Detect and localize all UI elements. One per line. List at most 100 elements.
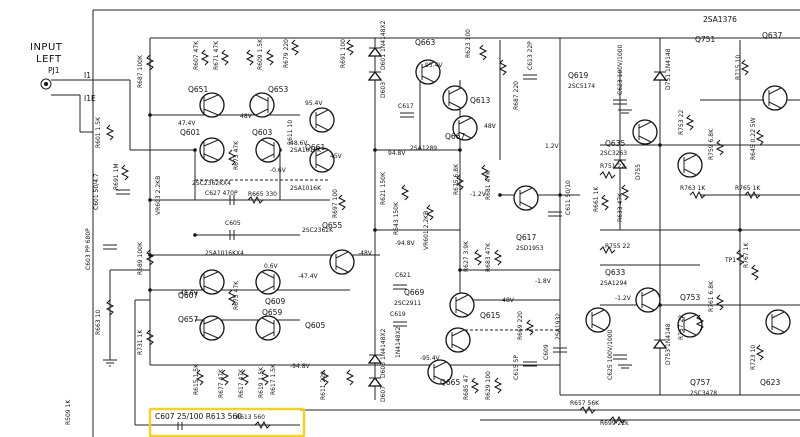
label-q751: Q751 [695,35,715,44]
label-r643: R643 150K [393,201,400,235]
label-q633: Q633 [605,268,625,277]
label-2sa1294: 2SA1294 [600,280,627,287]
label-2sa1016kx4: 2SA1016KX4 [205,250,244,257]
label-r679: R679 220 [283,39,290,68]
voltage-18: 1.2V [545,143,560,150]
label-c603: C603 PP 680P [85,228,92,270]
label-c625: C625 100V/1000 [607,329,614,380]
transistor-q655 [309,147,335,173]
label-c605: C605 [225,220,241,227]
label-2sa1016k-b: 2SA1016K [290,185,322,192]
label-c619: C619 [390,311,406,318]
transistor-q667 [452,115,478,141]
label-r621: R621 150K [380,171,387,205]
label-q753: Q753 [680,293,700,302]
transistor-q619 [513,185,539,211]
label-r681: R681 47K [485,170,492,200]
border-frame [92,9,800,437]
transistor-q623 [765,309,791,335]
wiring [93,37,800,426]
label-r629: R629 100 [485,371,492,400]
label-r509: R509 1K [65,399,72,425]
voltage-4: -0.6V [270,167,287,174]
transistor-q603 [255,137,281,163]
label-r665: R665 330 [248,191,277,198]
voltage-5: 95.4V [305,100,323,107]
label-q653: Q653 [268,85,288,94]
ground-symbols [103,109,632,369]
transistor-q651 [199,92,225,118]
capacitor-symbols [103,74,627,430]
voltage-7: -47.4V [298,273,319,280]
transistor-q635 [632,119,658,145]
highlight-label: C607 25/100 R613 560 [155,412,242,421]
label-d607: D607 [380,386,387,402]
transistor-q633 [635,287,661,313]
label-q665: Q665 [440,378,460,387]
jack-label: PJ1 [48,66,60,75]
label-r601: R601 1.5K [95,116,102,148]
transistor-q617 [585,307,611,333]
input-title-line2: LEFT [36,54,62,65]
label-q659: Q659 [262,308,282,317]
transistor-q659 [255,315,281,341]
label-q613: Q613 [470,96,490,105]
label-r755: R755 22 [605,243,630,250]
transistor-q751 [677,152,703,178]
transistor-q607 [199,269,225,295]
label-2sa1016k: 2SA1016K [290,147,322,154]
voltage-13: 48V [484,123,497,130]
label-r753: R753 22 [678,110,685,135]
label-r763: R763 1K [680,185,706,192]
other-part-labels: VR603 2.2KB VR601 2.2KB D601 1N4148X2 D6… [155,20,736,402]
voltage-2: 48V [240,113,253,120]
label-c613: C613 22P [527,41,534,70]
label-r609: R609 1.5K [257,38,264,70]
label-r617: R617 47K [238,368,245,398]
label-q607: Q607 [178,291,198,300]
voltage-15: -1.8V [535,278,552,285]
label-2sc2911: 2SC2911 [394,300,421,307]
label-q637: Q637 [762,31,782,40]
label-r633: R633 47K [617,192,624,222]
label-q623: Q623 [760,378,780,387]
label-q661: Q661 [305,143,325,152]
label-d753: D753 1N4148 [665,323,672,365]
transistor-q637 [762,85,788,111]
label-q601: Q601 [180,128,200,137]
label-2sc5174: 2SC5174 [568,83,595,90]
label-q651: Q651 [188,85,208,94]
label-r675b: R675 6.8K [453,163,460,195]
transistor-q669 [449,292,475,318]
label-r673: R673 47K [233,140,240,170]
label-c609: C609 [543,344,550,360]
transistor-q663 [415,59,441,85]
label-q615: Q615 [480,311,500,320]
label-r761: R761 6.8K [708,280,715,312]
label-r685: R685 47 [463,375,470,400]
port-i1: I1 [84,71,91,80]
label-r687: R687 100K [137,54,144,88]
label-r661: R661 1K [593,186,600,212]
label-d751: D751 1N4148 [665,48,672,90]
label-d603: D603 [380,82,387,98]
label-vr603: VR603 2.2KB [155,176,162,215]
voltage-11: 94.8V [388,150,406,157]
label-r613: R613 560 [236,414,265,421]
transistor-q613 [442,85,468,111]
label-q635: Q635 [605,139,625,148]
label-r691: R691 1M [113,163,120,190]
label-1n4148x2: 1N4148X2 [395,326,402,358]
label-r699: R699 22k [600,420,629,427]
label-c623: C623 100V/1000 [617,44,624,95]
transistor-q601 [199,137,225,163]
label-r607: R607 47K [193,40,200,70]
label-c627: C627 470P [205,190,238,197]
voltage-8: -48V [358,250,373,257]
label-vr601: VR601 2.2KB [423,211,430,250]
label-r617b: R617 1.5K [270,363,277,395]
label-r675: R675 47K [233,280,240,310]
voltage-labels: 47.4V 48V 48.6V -0.6V 95.4V 45V -47.4V -… [178,62,632,370]
highlight-box-c607-r613: C607 25/100 R613 560 [148,407,306,437]
